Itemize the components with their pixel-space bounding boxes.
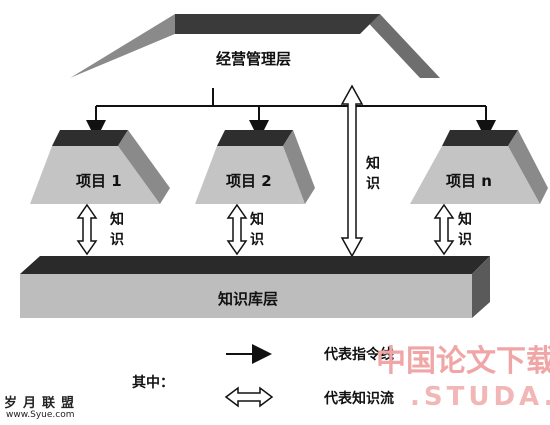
knowledge-label-1: 知 识 — [110, 212, 124, 248]
command-distribution-lines — [86, 88, 496, 140]
watermark-left-cn: 岁月联盟 — [4, 396, 81, 411]
management-layer-label: 经营管理层 — [216, 50, 292, 68]
watermark-cn: 中国论文下载 — [376, 344, 550, 379]
knowledge-label-2: 知 识 — [250, 212, 264, 248]
project-n-label: 项目 n — [446, 172, 492, 190]
knowledge-base-slab — [20, 256, 490, 318]
watermark-url: .STUDA. — [410, 382, 550, 412]
legend-prefix: 其中： — [132, 375, 174, 391]
project-2-block — [195, 130, 315, 204]
project-n-block — [410, 130, 548, 204]
legend-knowledge-arrow — [224, 386, 274, 408]
project-1-label: 项目 1 — [76, 172, 122, 190]
management-layer-roof — [70, 14, 440, 78]
legend-command-line-label: 代表指令线 — [324, 347, 394, 363]
watermark-left-url: www.Syue.com — [6, 410, 75, 420]
knowledge-flow-arrow-n — [433, 203, 455, 256]
knowledge-flow-arrows — [76, 84, 455, 258]
legend-knowledge-flow-label: 代表知识流 — [324, 391, 394, 407]
knowledge-label-n: 知 识 — [458, 212, 472, 248]
knowledge-label-main: 知 识 — [366, 156, 380, 192]
knowledge-flow-arrow-1 — [76, 203, 98, 256]
project-1-block — [30, 130, 170, 204]
knowledge-flow-arrow-2 — [226, 203, 248, 256]
project-2-label: 项目 2 — [226, 172, 272, 190]
legend-symbols — [224, 344, 274, 408]
knowledge-base-label: 知识库层 — [218, 290, 279, 308]
knowledge-flow-arrow-main — [340, 84, 364, 258]
